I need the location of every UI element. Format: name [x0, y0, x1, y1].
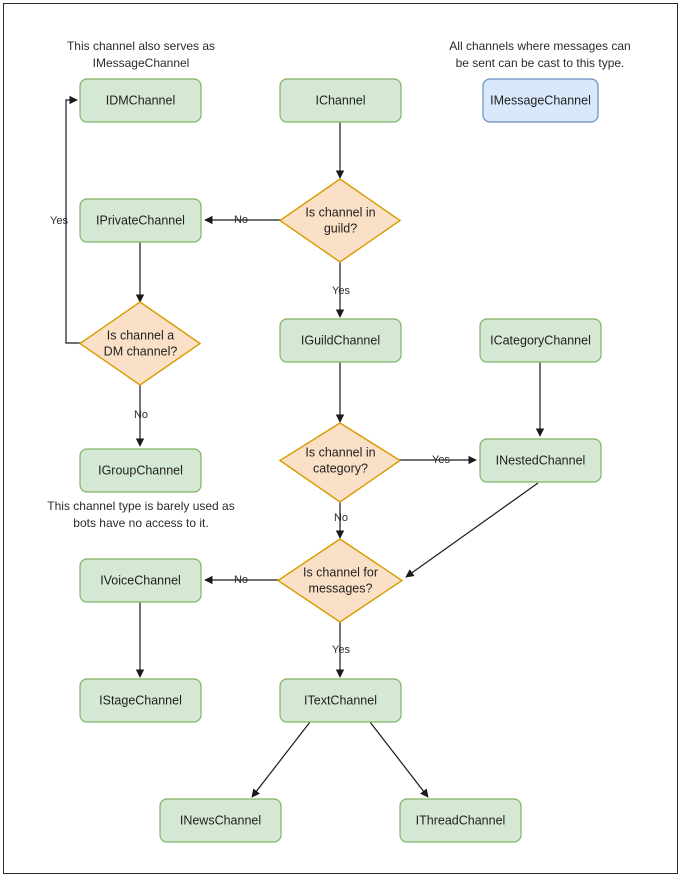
decision-is-messages-line2: messages? — [309, 581, 373, 595]
node-istagechannel[interactable]: IStageChannel — [79, 678, 202, 723]
node-inestedchannel-label: INestedChannel — [496, 453, 586, 467]
edge-label-category-no: No — [334, 512, 348, 524]
node-itextchannel-shape[interactable] — [279, 678, 402, 723]
node-imessagechannel-shape[interactable] — [482, 78, 599, 123]
node-ivoicechannel-label: IVoiceChannel — [100, 573, 181, 587]
decision-is-category-line1: Is channel in — [305, 445, 375, 459]
node-istagechannel-shape[interactable] — [79, 678, 202, 723]
edge-itextchannel-to-ithreadchannel — [369, 721, 429, 798]
node-ivoicechannel-shape[interactable] — [79, 558, 202, 603]
node-icategorychannel-label: ICategoryChannel — [490, 333, 591, 347]
decision-is-dm-line2: DM channel? — [104, 344, 178, 358]
node-inewschannel[interactable]: INewsChannel — [159, 798, 282, 843]
decision-is-category-shape[interactable] — [278, 422, 402, 503]
edge-labels: No Yes Yes No Yes No No Yes — [50, 214, 450, 656]
annotation-message-line1: All channels where messages can — [449, 39, 630, 53]
node-iprivatechannel[interactable]: IPrivateChannel — [79, 198, 202, 243]
node-iguildchannel-shape[interactable] — [279, 318, 402, 363]
edge-is-dm-yes-to-idmchannel — [65, 95, 81, 344]
decision-is-category-line2: category? — [313, 461, 368, 475]
node-inewschannel-label: INewsChannel — [180, 813, 261, 827]
decision-is-messages[interactable]: Is channel for messages? — [276, 538, 404, 623]
node-iprivatechannel-shape[interactable] — [79, 198, 202, 243]
node-itextchannel[interactable]: ITextChannel — [279, 678, 402, 723]
node-idmchannel[interactable]: IDMChannel — [79, 78, 202, 123]
edge-itextchannel-to-inewschannel — [251, 721, 311, 798]
node-ichannel-shape[interactable] — [279, 78, 402, 123]
node-imessagechannel[interactable]: IMessageChannel — [482, 78, 599, 123]
node-iprivatechannel-label: IPrivateChannel — [96, 213, 185, 227]
node-iguildchannel[interactable]: IGuildChannel — [279, 318, 402, 363]
node-igroupchannel-label: IGroupChannel — [98, 463, 183, 477]
edge-label-messages-yes: Yes — [332, 644, 350, 656]
node-idmchannel-shape[interactable] — [79, 78, 202, 123]
decision-is-messages-line1: Is channel for — [303, 565, 378, 579]
node-ithreadchannel-shape[interactable] — [399, 798, 522, 843]
annotation-message-line2: be sent can be cast to this type. — [456, 56, 625, 70]
node-idmchannel-label: IDMChannel — [106, 93, 175, 107]
annotation-dm-channel: This channel also serves as IMessageChan… — [67, 39, 215, 70]
decision-is-category[interactable]: Is channel in category? — [278, 422, 402, 503]
annotation-message-channel: All channels where messages can be sent … — [449, 39, 630, 70]
node-ivoicechannel[interactable]: IVoiceChannel — [79, 558, 202, 603]
node-istagechannel-label: IStageChannel — [99, 693, 182, 707]
edge-inestedchannel-to-is-messages — [405, 482, 539, 578]
node-ichannel[interactable]: IChannel — [279, 78, 402, 123]
edge-label-guild-yes: Yes — [332, 285, 350, 297]
node-ichannel-label: IChannel — [315, 93, 365, 107]
edge-label-dm-no: No — [134, 409, 148, 421]
decision-is-guild-shape[interactable] — [278, 178, 402, 263]
annotation-group-line1: This channel type is barely used as — [47, 499, 234, 513]
edge-label-dm-yes: Yes — [50, 215, 68, 227]
decision-is-dm-line1: Is channel a — [107, 328, 174, 342]
edge-label-guild-no: No — [234, 214, 248, 226]
decision-is-dm[interactable]: Is channel a DM channel? — [78, 301, 202, 386]
annotation-dm-line1: This channel also serves as — [67, 39, 215, 53]
edges: IPrivateChannel --> IGuildChannel --> (l… — [65, 95, 545, 798]
decision-is-guild-line1: Is channel in — [305, 205, 375, 219]
node-inestedchannel[interactable]: INestedChannel — [479, 438, 602, 483]
decision-is-messages-shape[interactable] — [276, 538, 404, 623]
annotation-group-channel: This channel type is barely used as bots… — [47, 499, 234, 530]
node-inestedchannel-shape[interactable] — [479, 438, 602, 483]
node-iguildchannel-label: IGuildChannel — [301, 333, 380, 347]
annotation-dm-line2: IMessageChannel — [93, 56, 190, 70]
annotation-group-line2: bots have no access to it. — [73, 516, 208, 530]
node-inewschannel-shape[interactable] — [159, 798, 282, 843]
edge-label-messages-no: No — [234, 574, 248, 586]
node-itextchannel-label: ITextChannel — [304, 693, 377, 707]
decision-is-guild-line2: guild? — [324, 221, 357, 235]
node-ithreadchannel-label: IThreadChannel — [416, 813, 506, 827]
node-igroupchannel[interactable]: IGroupChannel — [79, 448, 202, 493]
node-icategorychannel[interactable]: ICategoryChannel — [479, 318, 602, 363]
edge-label-category-yes: Yes — [432, 454, 450, 466]
node-imessagechannel-label: IMessageChannel — [490, 93, 591, 107]
decision-is-dm-shape[interactable] — [78, 301, 202, 386]
decision-is-guild[interactable]: Is channel in guild? — [278, 178, 402, 263]
node-igroupchannel-shape[interactable] — [79, 448, 202, 493]
node-icategorychannel-shape[interactable] — [479, 318, 602, 363]
node-ithreadchannel[interactable]: IThreadChannel — [399, 798, 522, 843]
